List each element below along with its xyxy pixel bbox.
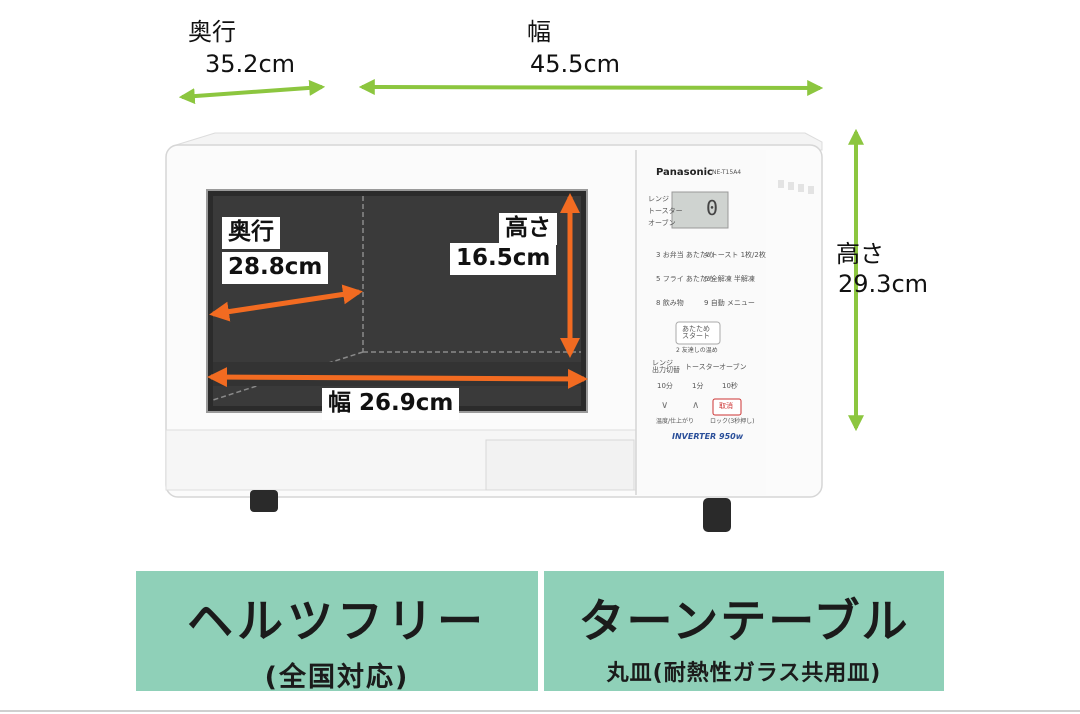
mode-oven-button[interactable]: オーブン (719, 363, 747, 371)
turntable-title: ターンテーブル (578, 594, 910, 648)
inner-depth-value: 28.8cm (222, 252, 329, 284)
inner-width-arrow (207, 367, 588, 389)
mode-range-output[interactable]: レンジ 出力切替 (652, 359, 680, 374)
inner-height-label: 高さ (499, 213, 557, 245)
time-1min-button[interactable]: 1分 (692, 382, 704, 390)
hertz-free-title: ヘルツフリー (187, 594, 487, 648)
hertz-free-banner: ヘルツフリー (全国対応) (136, 571, 538, 693)
mode-toaster-button[interactable]: トースター (685, 363, 720, 371)
button-fry[interactable]: 5 フライ あたため (656, 275, 714, 283)
outer-width-value: 45.5cm (530, 50, 621, 78)
button-toast[interactable]: 4 トースト 1枚/2枚 (704, 251, 766, 259)
start-button-shape (675, 321, 721, 345)
hertz-free-subtitle: (全国対応) (264, 662, 410, 693)
up-chevron-icon[interactable]: ∧ (692, 400, 700, 411)
display-digit: 0 (706, 196, 719, 220)
outer-depth-value: 35.2cm (205, 50, 296, 78)
model-number: NE-T15A4 (712, 169, 742, 176)
inverter-logo: INVERTER 950w (672, 432, 744, 441)
turntable-banner: ターンテーブル 丸皿(耐熱性ガラス共用皿) (544, 571, 944, 691)
inner-width-label: 幅 26.9cm (322, 388, 460, 420)
adjust-label: 温度/仕上がり (656, 418, 695, 425)
mode-label-range: レンジ (648, 195, 669, 203)
button-drink[interactable]: 8 飲み物 (656, 299, 684, 307)
outer-depth-label: 奥行 (188, 18, 236, 46)
digital-display (671, 191, 729, 229)
inner-depth-arrow (209, 284, 363, 322)
cancel-button-shape (712, 398, 742, 416)
cancel-button[interactable]: 取消 (719, 402, 733, 410)
lock-label: ロック(3秒押し) (710, 418, 755, 425)
brand-logo: Panasonic (656, 167, 713, 178)
outer-height-value: 29.3cm (838, 270, 929, 298)
start-sub-label: 2 友達しの温め (676, 347, 718, 354)
time-10min-button[interactable]: 10分 (657, 382, 673, 390)
down-chevron-icon[interactable]: ∨ (661, 400, 669, 411)
mode-label-toaster: トースター (648, 207, 683, 215)
inner-height-value: 16.5cm (450, 243, 557, 275)
button-defrost[interactable]: 6 全解凍 半解凍 (704, 275, 755, 283)
outer-width-label: 幅 (527, 18, 551, 46)
start-button[interactable]: あたため スタート (682, 325, 710, 340)
depth-arrow (178, 79, 326, 105)
turntable-subtitle: 丸皿(耐熱性ガラス共用皿) (606, 661, 882, 686)
inner-depth-label: 奥行 (222, 217, 280, 249)
button-auto-menu[interactable]: 9 自動 メニュー (704, 299, 755, 307)
button-bento[interactable]: 3 お弁当 あたため (656, 251, 714, 259)
mode-label-oven: オーブン (648, 219, 676, 227)
outer-height-label: 高さ (836, 240, 884, 268)
time-10sec-button[interactable]: 10秒 (722, 382, 738, 390)
width-arrow (358, 79, 824, 96)
